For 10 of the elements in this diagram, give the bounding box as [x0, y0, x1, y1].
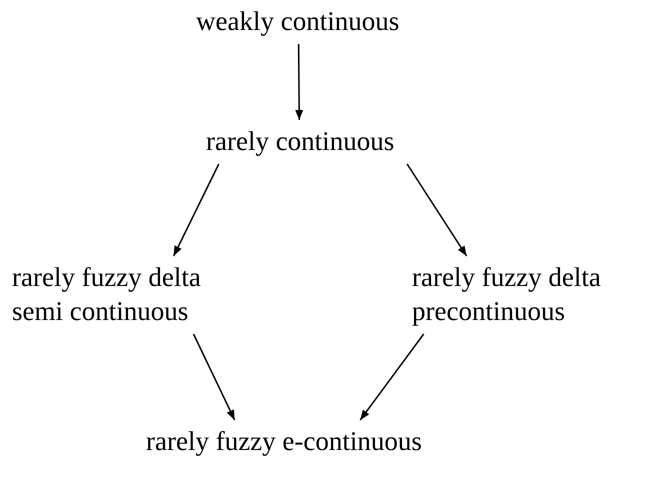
node-label: rarely fuzzy delta precontinuous [412, 261, 602, 328]
arrow [192, 334, 236, 420]
arrow [406, 164, 468, 256]
arrow [295, 44, 304, 120]
arrow [360, 334, 424, 420]
node-label: rarely fuzzy e-continuous [146, 425, 422, 458]
arrow [172, 164, 220, 256]
node-label: rarely continuous [206, 125, 394, 158]
node-label: rarely fuzzy delta semi continuous [12, 261, 202, 328]
node-label: weakly continuous [196, 5, 400, 38]
